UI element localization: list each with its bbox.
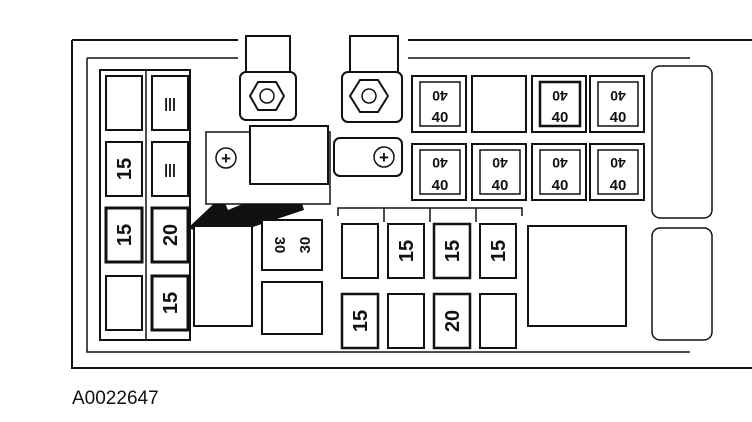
mini-fuse-r2-2-rating: 20 <box>442 310 464 332</box>
fuse-slot-4b <box>150 274 190 332</box>
fuse-slot-1b <box>151 75 189 131</box>
maxi-fuse-r2-2-body <box>479 149 521 195</box>
housing-outer <box>71 39 752 369</box>
mini-fuse-r2-1 <box>340 292 380 350</box>
fuse-slot-4a <box>105 275 143 331</box>
relay-30 <box>261 219 323 271</box>
maxi-fuse-r1-1-top: 40 <box>432 88 448 104</box>
maxi-fuse-r1-1-body <box>419 81 461 127</box>
mini-fuse-r1-2 <box>432 222 472 280</box>
maxi-slot-empty <box>471 75 527 133</box>
mini-fuse-r2-2 <box>432 292 472 350</box>
maxi-fuse-r2-2-top: 40 <box>492 155 508 171</box>
fuse-slot-2a <box>105 141 143 197</box>
maxi-fuse-r2-4-bottom: 40 <box>610 177 627 194</box>
center-block-left <box>193 225 253 327</box>
mini-slot-r1-empty <box>341 223 379 279</box>
mini-fuse-r1-3-rating: 15 <box>488 240 510 262</box>
relay-30-label-bottom: 30 <box>297 237 314 254</box>
maxi-fuse-r2-3-bottom: 40 <box>552 177 569 194</box>
terminal-plus-left: + <box>221 149 231 168</box>
mini-fuse-r1-1-rating: 15 <box>396 240 418 262</box>
fuse-slot-2b <box>151 141 189 197</box>
relay-slot-below <box>261 281 323 335</box>
maxi-fuse-r1-2-bottom: 40 <box>552 109 569 126</box>
maxi-fuse-r2-3-body <box>539 149 581 195</box>
terminal-plus-right-icon <box>373 146 395 168</box>
maxi-fuse-r2-3-top: 40 <box>552 155 568 171</box>
maxi-fuse-r1-3-bottom: 40 <box>610 109 627 126</box>
housing-inner <box>86 57 690 353</box>
fuse-2a-rating: 15 <box>114 158 136 180</box>
fuse-slot-3b <box>150 206 190 264</box>
fuse-3b-rating: 20 <box>160 224 182 246</box>
figure-id: A0022647 <box>72 388 159 409</box>
maxi-fuse-r2-4-body <box>597 149 639 195</box>
maxi-fuse-row-1: 40 40 40 40 40 40 <box>411 75 645 133</box>
mini-slot-r2-empty-1 <box>387 293 425 349</box>
side-panel-bottom <box>651 227 713 341</box>
fuse-slot-1a <box>105 75 143 131</box>
fuse-slot-3a <box>104 206 144 264</box>
maxi-fuse-r2-1-bottom: 40 <box>432 177 449 194</box>
fuse-3a-rating: 15 <box>114 224 136 246</box>
mini-fuse-r1-2-rating: 15 <box>442 240 464 262</box>
maxi-fuse-r2-4-top: 40 <box>610 155 626 171</box>
relay-socket-inner <box>249 125 329 185</box>
maxi-fuse-r1-3-body <box>597 81 639 127</box>
maxi-fuse-r2-1-body <box>419 149 461 195</box>
maxi-fuse-r1-2-top: 40 <box>552 88 568 104</box>
maxi-fuse-r1-2-body <box>538 80 582 128</box>
large-relay-socket <box>527 225 627 327</box>
terminal-plus-right: + <box>379 148 389 167</box>
nut-right-hole <box>361 88 377 104</box>
maxi-fuse-r1-3-top: 40 <box>610 88 626 104</box>
nut-left-hole <box>259 88 275 104</box>
maxi-fuse-r2-1-top: 40 <box>432 155 448 171</box>
fuse-slot-1b-mark: ||| <box>164 95 176 111</box>
maxi-fuse-r2-2-bottom: 40 <box>492 177 509 194</box>
mini-fuse-r2-1-rating: 15 <box>350 310 372 332</box>
maxi-fuse-r1-1-bottom: 40 <box>432 109 449 126</box>
side-panel-top <box>651 65 713 219</box>
relay-30-label-top: 30 <box>271 237 288 254</box>
fuse-4b-rating: 15 <box>160 292 182 314</box>
mini-fuse-r1-1 <box>387 223 425 279</box>
maxi-fuse-row-2: 40 40 40 40 40 40 40 40 <box>411 143 645 201</box>
terminal-plus-left-icon <box>215 147 237 169</box>
mini-slot-r2-empty-2 <box>479 293 517 349</box>
left-fuse-block <box>99 69 191 341</box>
mini-fuse-r1-3 <box>479 223 517 279</box>
fuse-slot-2b-mark: ||| <box>164 161 176 177</box>
